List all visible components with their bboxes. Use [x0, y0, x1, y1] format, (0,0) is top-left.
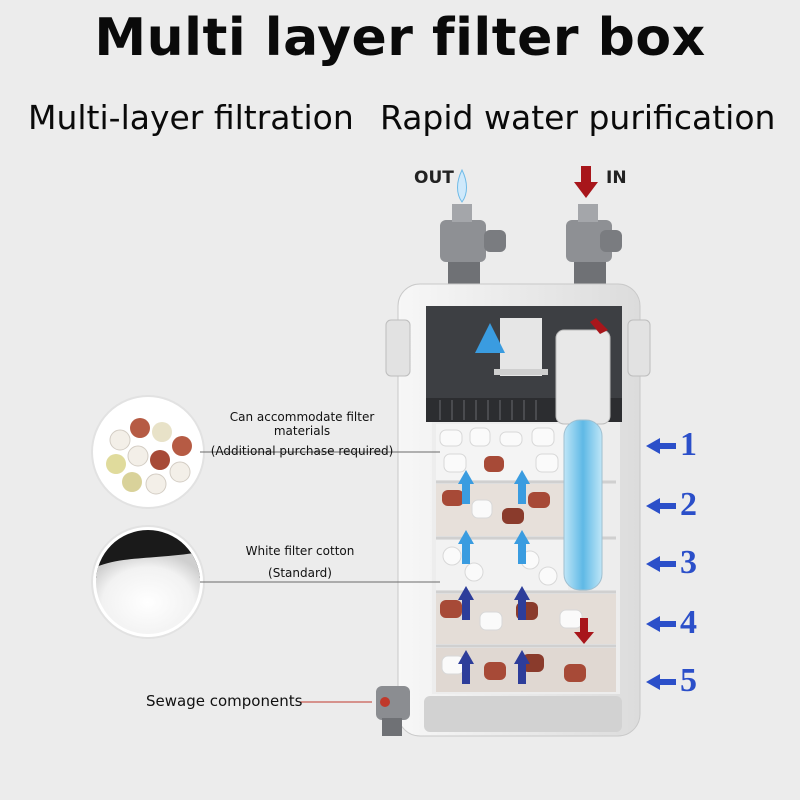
bottom-base	[424, 696, 622, 732]
cotton-annotation-line2: (Standard)	[268, 566, 332, 580]
out-connector	[440, 168, 506, 302]
layer-number-4: 4	[680, 604, 697, 641]
drain-valve	[376, 686, 410, 736]
flow-arrows	[458, 470, 530, 684]
media-annotation-line1: Can accommodate filter materials	[229, 410, 375, 438]
media-annotation: Can accommodate filter materials (Additi…	[206, 410, 398, 458]
layer-number-2: 2	[680, 486, 697, 523]
cotton-thumbnail	[91, 525, 205, 639]
inlet-tube	[555, 318, 611, 644]
page-title: Multi layer filter box	[94, 8, 706, 68]
in-label: IN	[606, 168, 627, 188]
media-thumbnail	[91, 395, 205, 509]
out-label: OUT	[414, 168, 454, 188]
layer-number-1: 1	[680, 426, 697, 463]
layer-number-3: 3	[680, 544, 697, 581]
cotton-annotation-line1: White filter cotton	[245, 544, 355, 558]
media-annotation-line2: (Additional purchase required)	[210, 444, 394, 458]
sewage-label: Sewage components	[146, 692, 303, 710]
subtitle-filtration: Multi-layer filtration	[28, 98, 354, 137]
layer-pointer-arrows	[646, 438, 676, 690]
cotton-annotation: White filter cotton (Standard)	[220, 544, 380, 580]
in-connector	[566, 166, 622, 302]
layer-number-5: 5	[680, 662, 697, 699]
subtitle-purification: Rapid water purification	[380, 98, 776, 137]
leader-lines	[200, 451, 440, 703]
